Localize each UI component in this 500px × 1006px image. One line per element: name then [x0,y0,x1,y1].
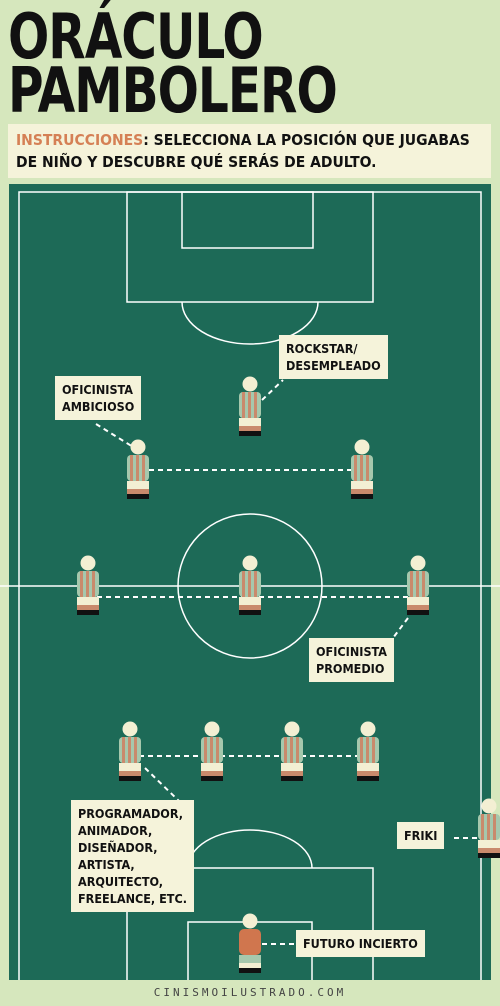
connector-lines [88,379,478,945]
footer-credit: CINISMOILUSTRADO.COM [153,986,347,999]
label-forward: ROCKSTAR/ DESEMPLEADO [279,335,388,379]
title-line-2: PAMBOLERO [8,54,338,127]
label-midfield-top: OFICINISTA AMBICIOSO [55,376,142,420]
instructions-text: : SELECCIONA LA POSICIÓN QUE JUGABAS DE … [16,131,470,171]
label-bench: FRIKI [397,822,445,849]
label-midfield-center: OFICINISTA PROMEDIO [309,638,394,682]
instructions-keyword: INSTRUCCIONES [16,131,144,149]
label-defense: PROGRAMADOR, ANIMADOR, DISEÑADOR, ARTIST… [71,800,194,912]
page-title: ORÁCULO PAMBOLERO [8,0,338,121]
instructions-box: INSTRUCCIONES: SELECCIONA LA POSICIÓN QU… [8,124,491,178]
title-line-1: ORÁCULO [8,0,264,73]
label-goalkeeper: FUTURO INCIERTO [296,930,425,957]
